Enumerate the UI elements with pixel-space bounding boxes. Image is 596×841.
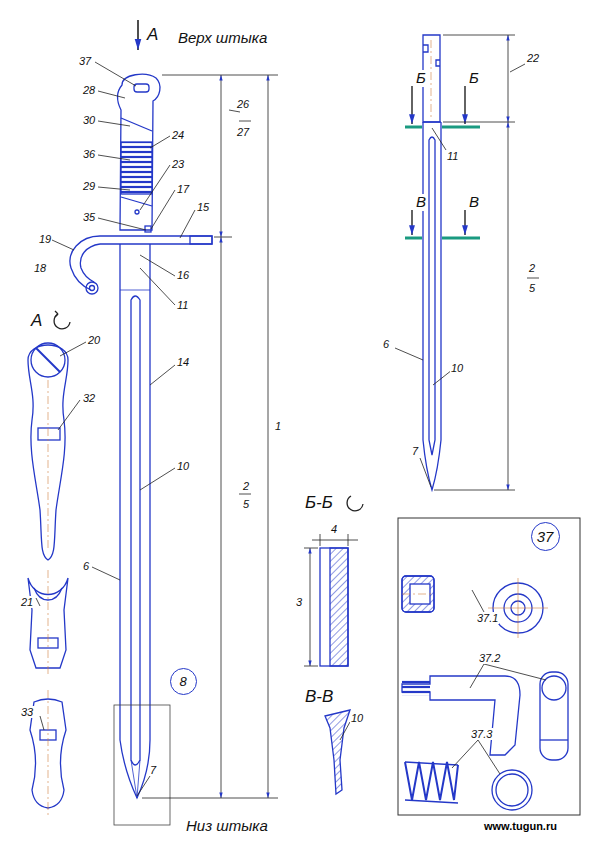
callout-label: 32 [82,392,96,404]
callout-label: 6 [382,338,390,350]
callout-label: 20 [87,334,101,346]
callout-label: 18 [33,262,47,274]
callout-label: 14 [176,356,190,368]
callout-label: 10 [350,712,364,724]
watermark: www.tugun.ru [483,820,558,832]
callout-label: 37.1 [476,612,499,624]
callout-label: 7 [149,764,157,776]
callout-label: 22 [526,52,540,64]
callout-label: Верх штыка [177,30,268,47]
callout-label: Б [415,70,427,87]
detail-circle: 37 [531,522,560,551]
callout-label: 15 [196,201,210,213]
callout-label: Низ штыка [185,818,269,835]
callout-label: А [146,26,159,45]
callout-label: 7 [411,445,419,457]
detail-number: 37 [537,528,554,545]
callout-label: 27 [236,126,250,138]
callout-label: 10 [450,362,464,374]
callout-label: В-В [304,688,334,707]
callout-label: 28 [82,84,96,96]
callout-label: 36 [82,148,96,160]
callout-label: 37 [78,55,92,67]
callout-label: 2 [242,480,250,492]
callout-label: 23 [171,158,185,170]
callout-label: 10 [176,460,190,472]
callout-label: 11 [176,299,189,311]
callout-label: 26 [236,98,250,110]
callout-label: 1 [274,420,282,432]
callout-label: 24 [171,129,185,141]
callout-label: 5 [242,498,250,510]
detail-number: 8 [179,674,186,689]
callout-label: 3 [295,596,303,608]
callout-label: 2 [528,262,536,274]
callout-label: 21 [20,596,34,608]
callout-label: 29 [82,180,96,192]
callout-label: 35 [82,211,96,223]
callout-label: 16 [176,269,190,281]
callout-label: 30 [82,114,96,126]
callout-label: 33 [20,706,34,718]
detail-circle: 8 [170,668,197,695]
callout-label: 11 [446,150,459,162]
callout-label: 4 [330,523,338,535]
callout-label: Б [468,70,480,87]
callout-label: 37.2 [478,652,501,664]
callout-label: В [468,194,480,211]
callout-label: В [415,194,427,211]
callout-label: 5 [528,282,536,294]
callout-label: 19 [38,233,52,245]
callout-label: Б-Б [304,494,334,513]
callout-label: 37.3 [470,728,493,740]
callout-label: А [30,312,43,331]
callout-label: 6 [82,560,90,572]
callout-label: 17 [176,183,190,195]
